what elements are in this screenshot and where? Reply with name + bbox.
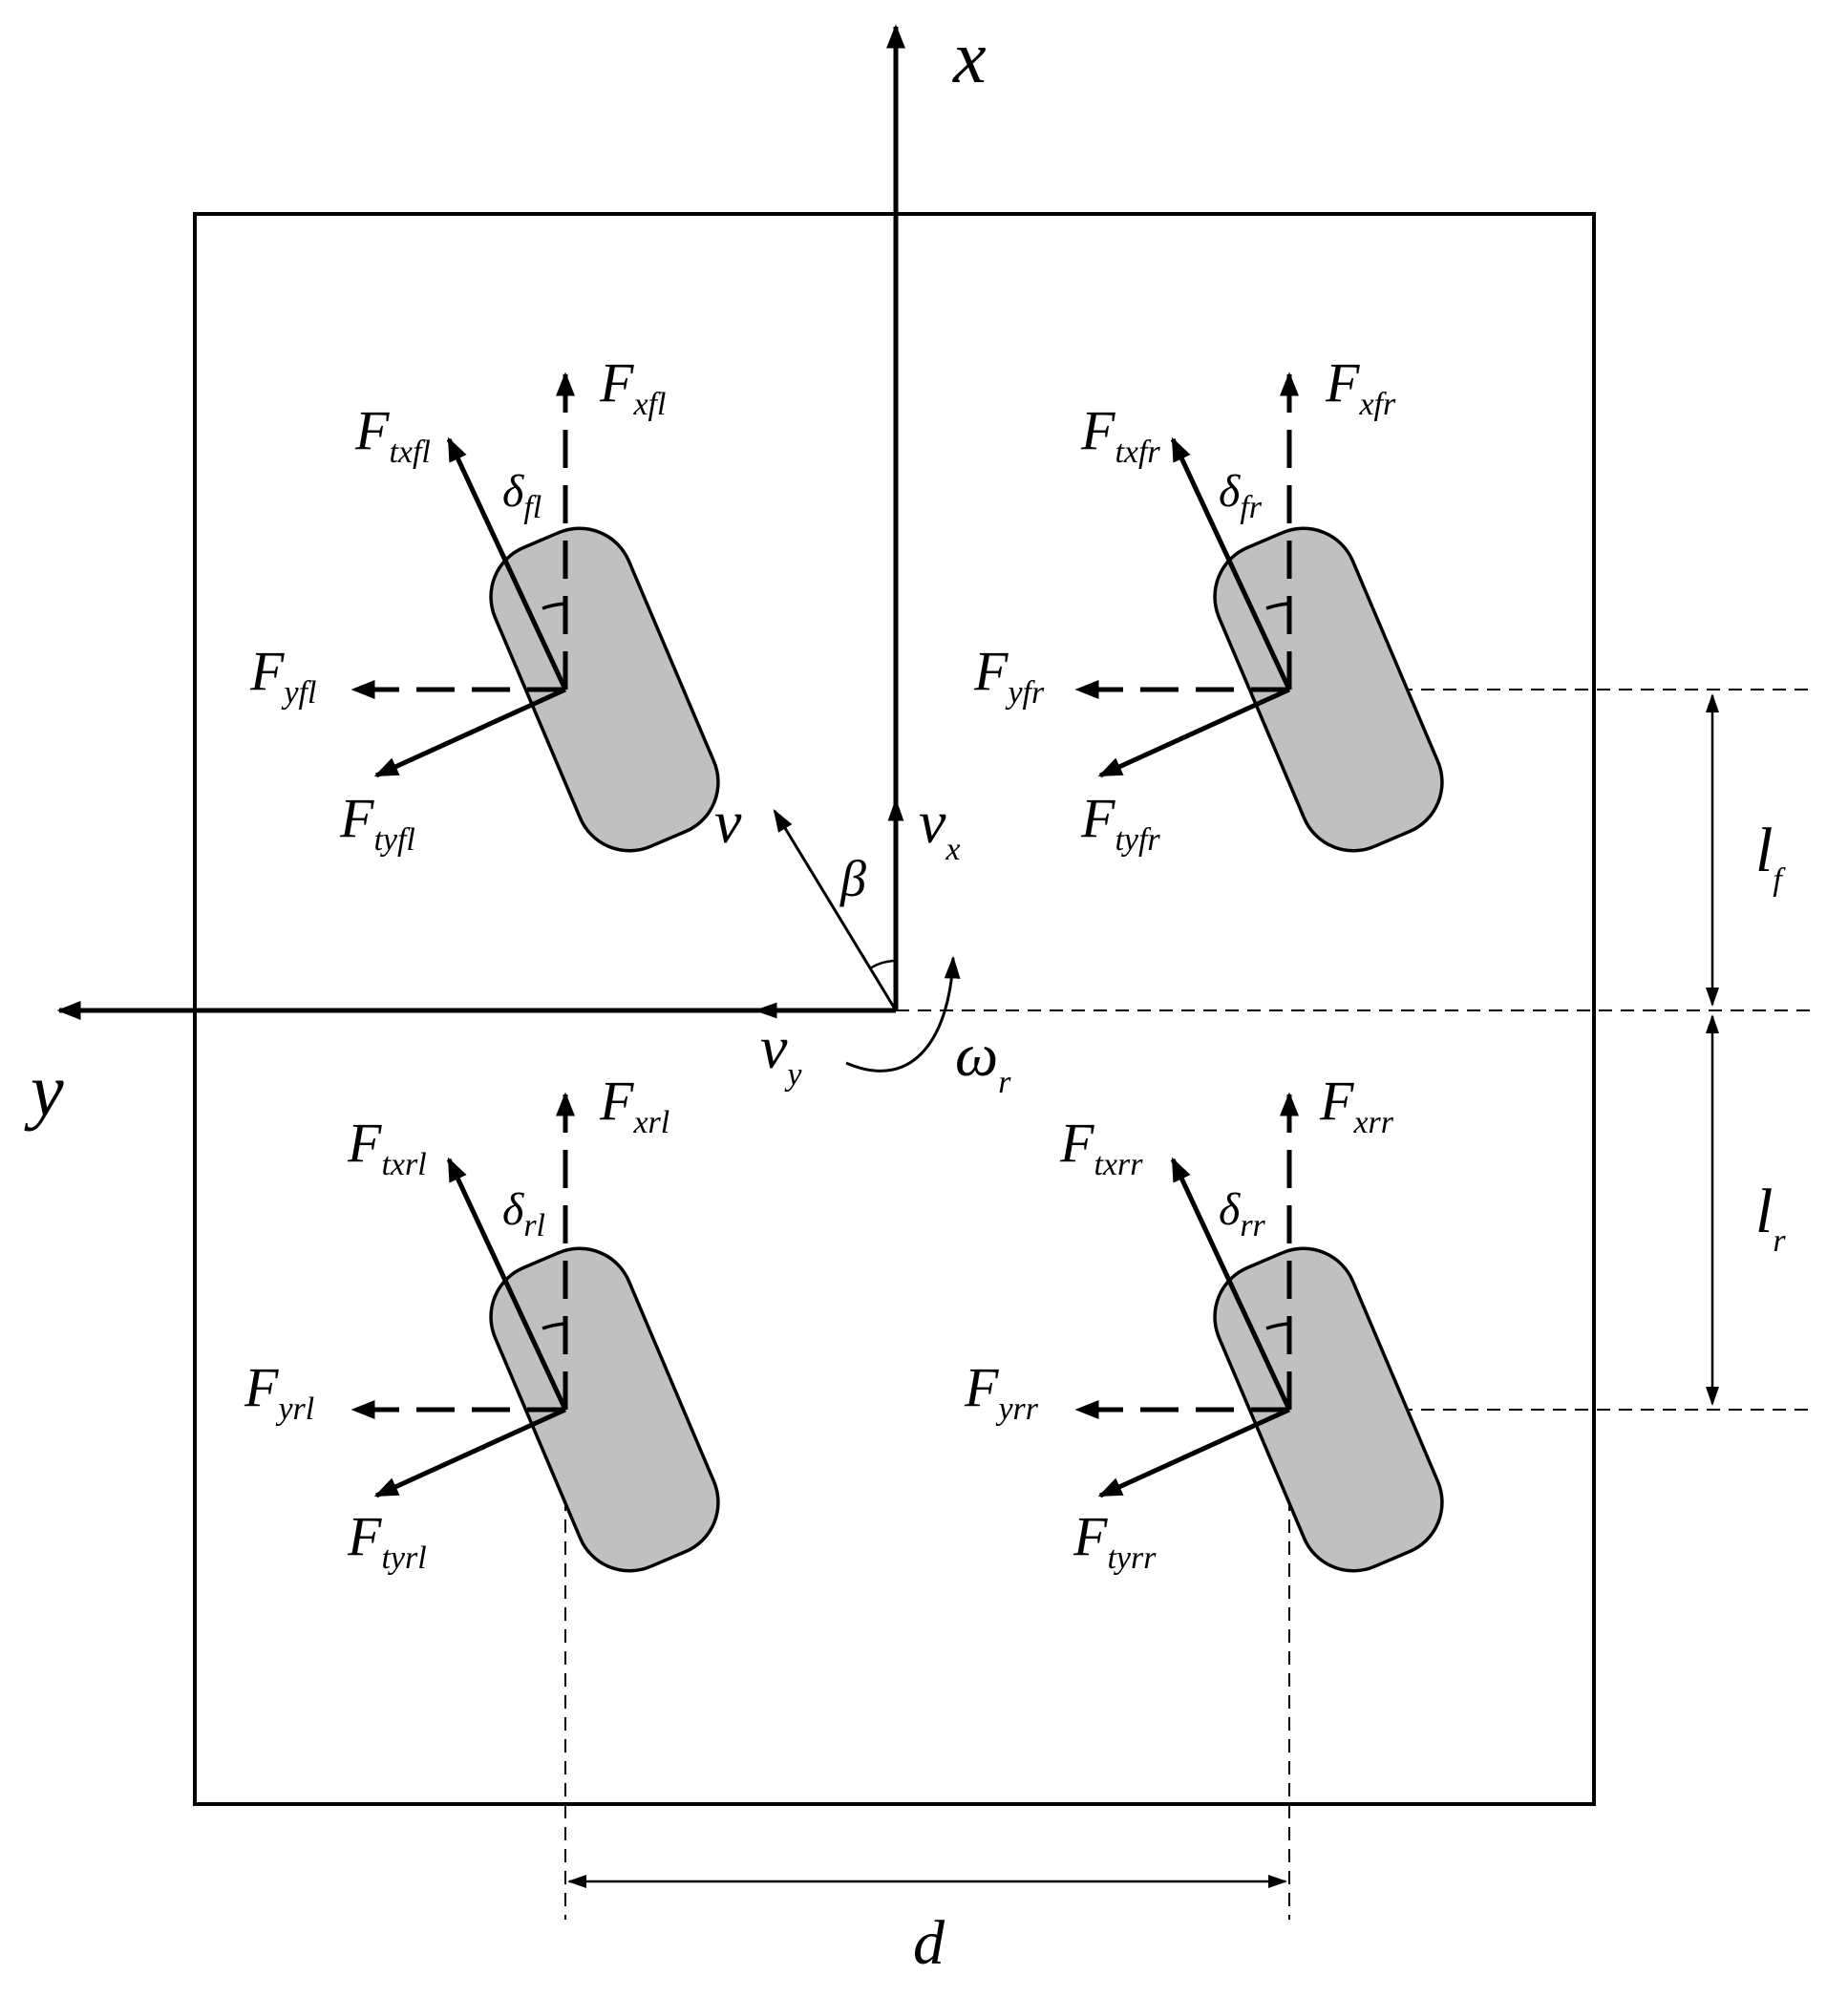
rl-fty-label: Ftyrl	[347, 1505, 427, 1576]
delta-angle-arc-rr	[1265, 1322, 1290, 1330]
fty-arrow-rl	[373, 1407, 567, 1498]
fr-fy-label: Fyfr	[973, 640, 1045, 711]
rl-ftx-label: Ftxrl	[347, 1112, 427, 1182]
ftx-arrow-fr	[1170, 436, 1292, 691]
ftx-arrow-rr	[1170, 1157, 1292, 1412]
v-label: v	[714, 788, 742, 856]
x-axis-label: x	[952, 15, 987, 98]
wheels-layer	[350, 372, 1444, 1573]
vy-label: vy	[760, 1013, 802, 1093]
fr-ftx-label: Ftxfr	[1080, 399, 1160, 470]
beta-angle-arc	[869, 959, 897, 970]
rr-fx-label: Fxrr	[1319, 1070, 1394, 1140]
rr-ftx-label: Ftxrr	[1059, 1112, 1143, 1182]
rr-fy-label: Fyrr	[964, 1356, 1039, 1427]
wheel-rr	[1074, 1092, 1444, 1573]
lr-label: lr	[1755, 1177, 1786, 1259]
velocity-vectors	[754, 797, 961, 1073]
fty-arrow-rr	[1097, 1407, 1291, 1498]
tire-fl	[489, 526, 720, 853]
y-axis-label: y	[24, 1049, 64, 1132]
reference-lines	[564, 689, 1810, 1920]
beta-label: β	[839, 850, 866, 907]
tire-fr	[1213, 526, 1444, 853]
fr-fty-label: Ftyfr	[1080, 787, 1160, 858]
delta-angle-arc-fr	[1265, 602, 1290, 610]
yaw-rate-arrow	[845, 955, 961, 1073]
lf-label: lf	[1755, 816, 1786, 898]
rl-delta-label: δrl	[502, 1184, 545, 1243]
fl-delta-label: δfl	[502, 466, 542, 525]
fty-arrow-fr	[1097, 687, 1291, 778]
rr-fty-label: Ftyrr	[1073, 1505, 1157, 1576]
fl-ftx-label: Ftxfl	[354, 399, 431, 470]
fl-fx-label: Fxfl	[599, 351, 666, 422]
rr-delta-label: δrr	[1219, 1184, 1266, 1243]
body-axes	[56, 24, 905, 1020]
v-arrow	[773, 808, 898, 1011]
yaw-rate-label: ωr	[955, 1021, 1011, 1100]
wheel-fl	[350, 372, 720, 853]
fty-arrow-fl	[373, 687, 567, 778]
tire-rr	[1213, 1246, 1444, 1573]
fr-delta-label: δfr	[1219, 466, 1263, 525]
delta-angle-arc-fl	[542, 602, 566, 610]
d-label: d	[913, 1908, 945, 1978]
tire-rl	[489, 1246, 720, 1573]
vx-label: vx	[919, 788, 961, 867]
wheel-rl	[350, 1092, 720, 1573]
fr-fx-label: Fxfr	[1325, 351, 1396, 422]
ftx-arrow-rl	[446, 1157, 568, 1412]
dimension-arrows	[567, 693, 1719, 1888]
fl-fy-label: Fyfl	[249, 640, 316, 711]
fl-fty-label: Ftyfl	[339, 787, 415, 858]
ftx-arrow-fl	[446, 436, 568, 691]
rl-fx-label: Fxrl	[599, 1070, 669, 1140]
delta-angle-arc-rl	[542, 1322, 566, 1330]
rl-fy-label: Fyrl	[244, 1356, 314, 1427]
wheel-fr	[1074, 372, 1444, 853]
